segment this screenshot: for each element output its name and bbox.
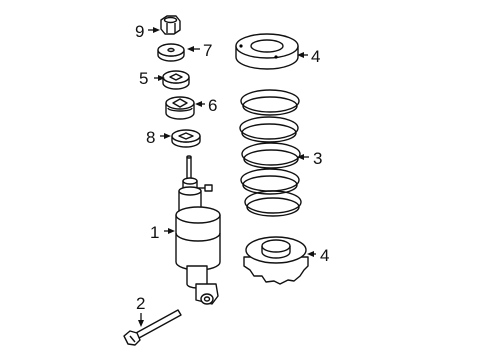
leader-lines	[138, 27, 316, 327]
callout-5: 5	[139, 69, 148, 88]
lower-washer-part	[171, 129, 201, 148]
callout-1: 1	[150, 223, 159, 242]
bolt-part	[123, 309, 182, 346]
nut-part	[160, 15, 181, 35]
lower-spring-seat-part	[243, 236, 309, 285]
bushing-part	[165, 96, 195, 120]
callout-7: 7	[203, 41, 212, 60]
callout-9: 9	[135, 22, 144, 41]
callout-4-upper: 4	[311, 47, 320, 66]
callout-2: 2	[136, 294, 145, 313]
callout-8: 8	[146, 128, 155, 147]
upper-spring-seat-part	[235, 33, 299, 70]
upper-insulator-part	[162, 70, 190, 90]
callout-4-lower: 4	[320, 246, 329, 265]
shock-absorber-part	[175, 155, 221, 305]
callout-6: 6	[208, 96, 217, 115]
callout-labels: 9 7 5 6 8 1 2 4 3 4	[135, 22, 329, 313]
coil-spring-part	[239, 89, 302, 217]
top-washer-part	[157, 43, 185, 62]
callout-3: 3	[313, 149, 322, 168]
